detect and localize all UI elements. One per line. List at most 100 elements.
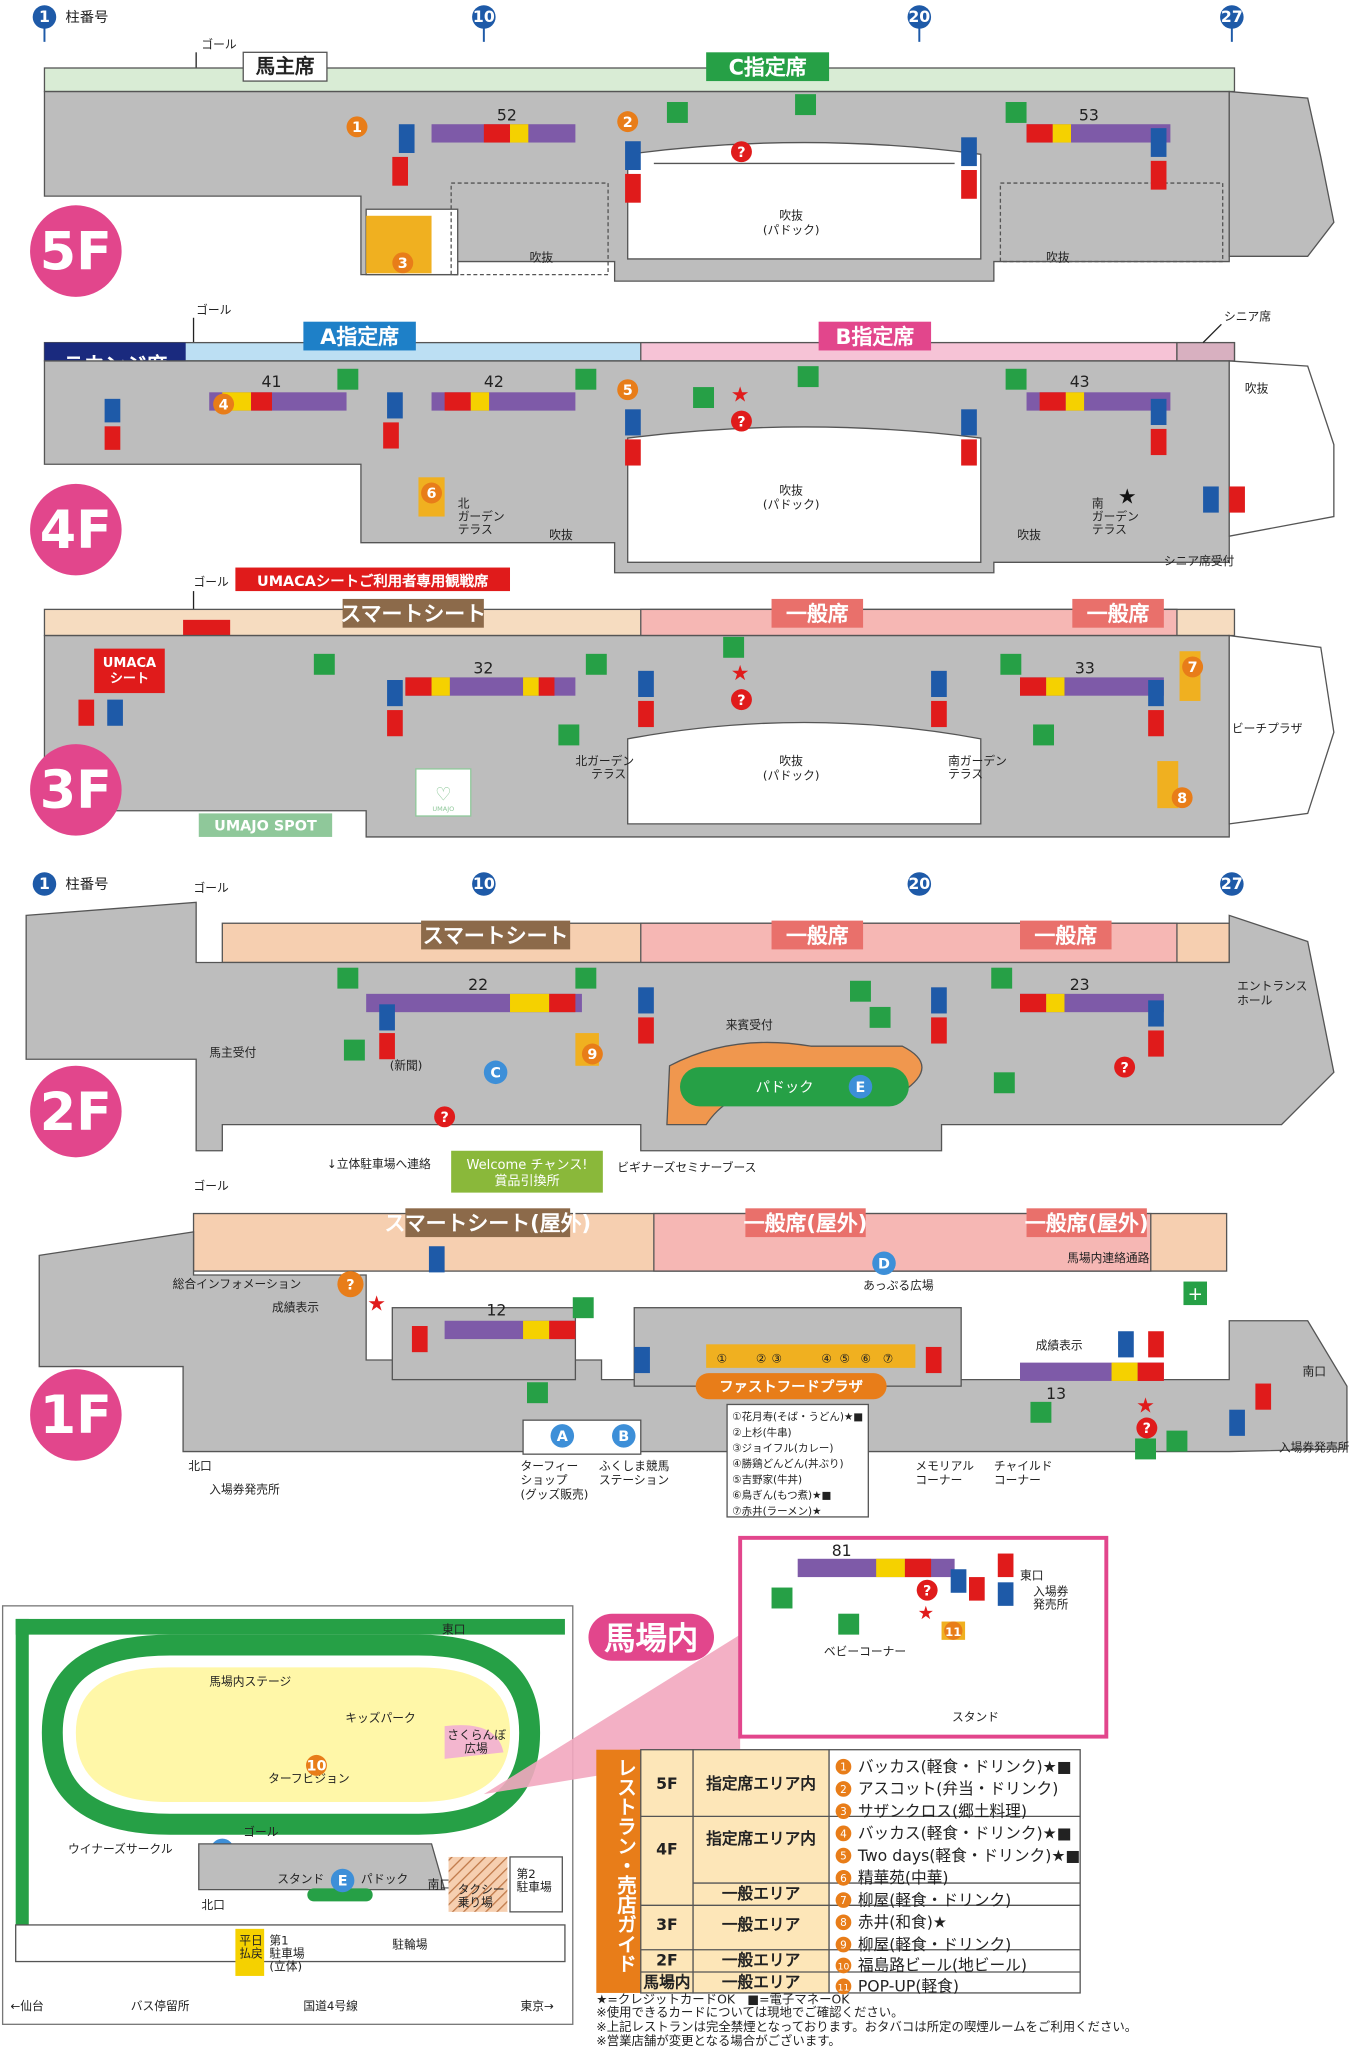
- svg-text:バッカス(軽食・ドリンク)★■: バッカス(軽食・ドリンク)★■: [858, 1824, 1072, 1843]
- svg-text:精華苑(中華): 精華苑(中華): [858, 1868, 949, 1887]
- svg-text:一般席: 一般席: [1034, 924, 1097, 948]
- svg-text:平日払戻: 平日払戻: [239, 1934, 263, 1961]
- svg-text:一般席(屋外): 一般席(屋外): [744, 1212, 868, 1236]
- svg-text:ゴール: ゴール: [194, 575, 229, 589]
- svg-text:2F: 2F: [656, 1950, 678, 1969]
- svg-text:吹抜: 吹抜: [1017, 528, 1041, 542]
- svg-text:9: 9: [587, 1047, 597, 1063]
- svg-text:B指定席: B指定席: [836, 325, 915, 349]
- svg-text:2: 2: [840, 1784, 847, 1796]
- svg-text:ビーチプラザ: ビーチプラザ: [1232, 721, 1303, 735]
- svg-text:8: 8: [1177, 791, 1187, 807]
- svg-text:指定席エリア内: 指定席エリア内: [706, 1829, 816, 1848]
- svg-text:サザンクロス(郷土料理): サザンクロス(郷土料理): [858, 1801, 1027, 1820]
- svg-text:7: 7: [1188, 660, 1198, 676]
- svg-text:南ガーデンテラス: 南ガーデンテラス: [948, 754, 1007, 781]
- zone-marker-e[interactable]: [848, 1074, 873, 1099]
- svg-text:41: 41: [262, 372, 282, 391]
- svg-text:東京→: 東京→: [520, 1999, 554, 2013]
- svg-text:スマートシート: スマートシート: [340, 602, 486, 626]
- svg-text:ゴール: ゴール: [194, 881, 229, 895]
- svg-text:東口: 東口: [1020, 1569, 1044, 1583]
- svg-text:Two days(軽食・ドリンク)★■: Two days(軽食・ドリンク)★■: [857, 1846, 1080, 1865]
- svg-text:3: 3: [840, 1806, 847, 1818]
- svg-text:ターフビジョン: ターフビジョン: [268, 1771, 350, 1785]
- svg-text:5F: 5F: [40, 221, 112, 282]
- svg-text:※上記レストランは完全禁煙となっております。おタバコは所定の: ※上記レストランは完全禁煙となっております。おタバコは所定の喫煙ルームをご利用く…: [596, 2019, 1137, 2034]
- svg-text:①: ①: [717, 1352, 728, 1366]
- svg-text:馬場内: 馬場内: [643, 1973, 690, 1992]
- svg-text:32: 32: [473, 658, 493, 677]
- svg-text:④勝鶏どんどん(丼ぶり): ④勝鶏どんどん(丼ぶり): [732, 1457, 843, 1470]
- svg-text:ゴール: ゴール: [194, 1179, 229, 1193]
- banner-a-reserved: [303, 321, 416, 351]
- svg-text:?: ?: [923, 1583, 931, 1599]
- svg-text:スタンド: スタンド: [277, 1872, 324, 1886]
- banner-umajo-spot: [198, 813, 333, 837]
- floor-badge-4f: [30, 483, 122, 576]
- restaurant-guide: レストラン・売店ガイド 5F 指定席エリア内 4F 指定席エリア内 一般エリア …: [596, 1749, 1137, 2048]
- svg-text:1: 1: [840, 1762, 847, 1774]
- svg-text:?: ?: [737, 414, 745, 430]
- svg-text:Welcome チャンス!賞品引換所: Welcome チャンス!賞品引換所: [467, 1158, 588, 1189]
- svg-text:メモリアルコーナー: メモリアルコーナー: [915, 1459, 974, 1487]
- svg-text:27: 27: [1221, 874, 1243, 893]
- svg-text:4: 4: [840, 1828, 847, 1840]
- svg-text:23: 23: [1070, 975, 1090, 994]
- svg-text:♡: ♡: [435, 784, 451, 805]
- svg-text:B: B: [618, 1429, 629, 1445]
- svg-text:ゴール: ゴール: [243, 1825, 278, 1839]
- svg-text:①花月寿(そば・うどん)★■: ①花月寿(そば・うどん)★■: [732, 1410, 863, 1423]
- svg-text:11: 11: [945, 1625, 961, 1639]
- svg-text:★=クレジットカードOK ■=電子マネーOK: ★=クレジットカードOK ■=電子マネーOK: [596, 1991, 850, 2006]
- svg-text:UMAJO SPOT: UMAJO SPOT: [214, 818, 317, 834]
- svg-text:UMACAシート: UMACAシート: [103, 656, 157, 687]
- svg-text:A指定席: A指定席: [320, 325, 399, 349]
- svg-text:バッカス(軽食・ドリンク)★■: バッカス(軽食・ドリンク)★■: [858, 1757, 1072, 1776]
- svg-text:5: 5: [840, 1851, 847, 1863]
- svg-text:国道4号線: 国道4号線: [303, 1999, 358, 2013]
- svg-text:81: 81: [832, 1541, 852, 1560]
- svg-text:33: 33: [1075, 658, 1095, 677]
- svg-text:あっぷる広場: あっぷる広場: [863, 1278, 934, 1292]
- svg-text:馬場内ステージ: 馬場内ステージ: [209, 1675, 291, 1689]
- svg-text:柳屋(軽食・ドリンク): 柳屋(軽食・ドリンク): [858, 1935, 1011, 1954]
- svg-text:3F: 3F: [656, 1915, 678, 1934]
- info-icon[interactable]: [731, 141, 752, 163]
- svg-text:ウイナーズサークル: ウイナーズサークル: [68, 1842, 173, 1856]
- svg-text:4F: 4F: [656, 1839, 678, 1858]
- svg-text:1: 1: [352, 120, 362, 136]
- svg-text:レストラン・売店ガイド: レストラン・売店ガイド: [614, 1758, 637, 1974]
- svg-text:スマートシート: スマートシート: [423, 924, 569, 948]
- svg-text:52: 52: [497, 105, 517, 124]
- svg-text:8: 8: [840, 1917, 847, 1929]
- floor-badge-3f: [30, 744, 122, 836]
- svg-text:柱番号: 柱番号: [65, 876, 108, 893]
- restaurant-marker[interactable]: [392, 252, 414, 274]
- svg-text:※営業店舗が変更となる場合がございます。: ※営業店舗が変更となる場合がございます。: [596, 2033, 841, 2048]
- restaurant-marker[interactable]: [617, 111, 639, 133]
- svg-text:↓立体駐車場へ連絡: ↓立体駐車場へ連絡: [327, 1157, 431, 1171]
- svg-text:12: 12: [486, 1301, 506, 1320]
- svg-text:吹抜: 吹抜: [1046, 251, 1070, 265]
- restaurant-marker[interactable]: [346, 116, 368, 138]
- svg-text:一般席: 一般席: [1087, 602, 1150, 626]
- svg-text:シニア席受付: シニア席受付: [1164, 554, 1235, 568]
- svg-text:5: 5: [623, 383, 633, 399]
- svg-text:★: ★: [1136, 1393, 1155, 1417]
- floor-badge-5f: [30, 205, 122, 297]
- floor-2f: ゴール スマートシート 一般席 一般席 パドック E 22 23 9 来賓受付 …: [25, 881, 1335, 1193]
- column-header-mid: 1 柱番号 10 20 27: [32, 872, 1244, 896]
- svg-text:馬主席: 馬主席: [256, 55, 315, 78]
- floor-badge-1f: [30, 1369, 122, 1461]
- svg-text:(新聞): (新聞): [390, 1059, 423, 1073]
- svg-text:総合インフォメーション: 総合インフォメーション: [173, 1277, 302, 1291]
- svg-text:?: ?: [1143, 1421, 1151, 1437]
- svg-text:北ガーデンテラス: 北ガーデンテラス: [575, 754, 634, 781]
- svg-text:チャイルドコーナー: チャイルドコーナー: [994, 1459, 1053, 1487]
- svg-text:5F: 5F: [656, 1774, 678, 1793]
- svg-text:⑤吉野家(牛丼): ⑤吉野家(牛丼): [732, 1473, 802, 1486]
- svg-text:入場券発売所: 入場券発売所: [1033, 1584, 1069, 1611]
- svg-text:一般エリア: 一般エリア: [722, 1950, 800, 1969]
